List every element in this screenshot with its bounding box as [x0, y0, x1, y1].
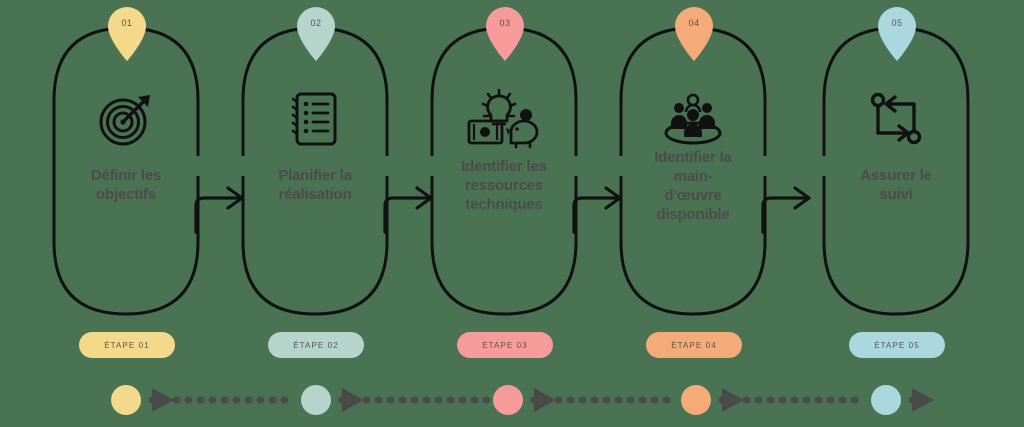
- pin-marker-01: 01: [103, 4, 151, 62]
- arrow-step4-to-step5: [753, 170, 823, 234]
- step-title-line: Identifier la: [654, 149, 732, 166]
- step-title-line: réalisation: [278, 186, 352, 203]
- timeline-arrowhead: [534, 388, 556, 412]
- step-badge-03[interactable]: ÉTAPE 03: [457, 332, 553, 358]
- step-title-line: Définir les: [90, 167, 162, 184]
- pin-marker-04: 04: [670, 4, 718, 62]
- timeline-node-01: [111, 385, 141, 415]
- timeline-arrowhead: [152, 388, 174, 412]
- timeline-node-05: [871, 385, 901, 415]
- timeline-node-03: [493, 385, 523, 415]
- pin-number-05: 05: [891, 18, 903, 28]
- timeline-arrowhead: [912, 388, 934, 412]
- step-badge-01[interactable]: ÉTAPE 01: [79, 332, 175, 358]
- step-badge-04[interactable]: ÉTAPE 04: [646, 332, 742, 358]
- step-title-line: disponible: [656, 206, 730, 223]
- step-badge-label: ÉTAPE 01: [104, 340, 150, 350]
- arrow-step2-to-step3: [375, 170, 445, 234]
- step-title-line: suivi: [879, 186, 913, 203]
- step-title-line: d'œuvre: [664, 187, 722, 204]
- capsule-outline-05: [822, 26, 970, 316]
- step-title-line: Planifier la: [278, 167, 352, 184]
- timeline-arrowhead: [722, 388, 744, 412]
- step-badge-02[interactable]: ÉTAPE 02: [268, 332, 364, 358]
- step-title-04: Identifier la main- d'œuvre disponible: [621, 148, 765, 224]
- step-title-line: objectifs: [96, 186, 156, 203]
- pin-number-04: 04: [688, 18, 700, 28]
- step-badge-label: ÉTAPE 05: [874, 340, 920, 350]
- step-title-line: Assurer le: [860, 167, 932, 184]
- step-badge-label: ÉTAPE 03: [482, 340, 528, 350]
- step-title-line: Identifier les: [461, 158, 547, 175]
- lightbulb-gear-money-icon: [430, 88, 578, 150]
- pin-number-03: 03: [499, 18, 511, 28]
- pin-number-02: 02: [310, 18, 322, 28]
- pin-marker-05: 05: [873, 4, 921, 62]
- timeline-arrowhead: [342, 388, 364, 412]
- team-group-icon: [619, 88, 767, 150]
- sync-arrows-icon: [822, 88, 970, 150]
- arrow-step3-to-step4: [564, 170, 634, 234]
- timeline-node-02: [301, 385, 331, 415]
- pin-number-01: 01: [121, 18, 133, 28]
- checklist-clipboard-icon: [241, 88, 389, 150]
- pin-marker-02: 02: [292, 4, 340, 62]
- step-title-01: Définir les objectifs: [54, 166, 198, 204]
- pin-marker-03: 03: [481, 4, 529, 62]
- step-title-line: ressources: [464, 177, 544, 194]
- step-title-line: main-: [673, 168, 713, 185]
- step-badge-05[interactable]: ÉTAPE 05: [849, 332, 945, 358]
- arrow-step1-to-step2: [186, 170, 256, 234]
- step-title-02: Planifier la réalisation: [243, 166, 387, 204]
- timeline-strip: [0, 380, 1024, 420]
- timeline-node-04: [681, 385, 711, 415]
- target-dart-icon: [52, 88, 200, 150]
- step-title-line: techniques: [465, 196, 543, 213]
- step-badge-label: ÉTAPE 02: [293, 340, 339, 350]
- step-title-03: Identifier les ressources techniques: [432, 157, 576, 214]
- step-title-05: Assurer le suivi: [824, 166, 968, 204]
- step-badge-label: ÉTAPE 04: [671, 340, 717, 350]
